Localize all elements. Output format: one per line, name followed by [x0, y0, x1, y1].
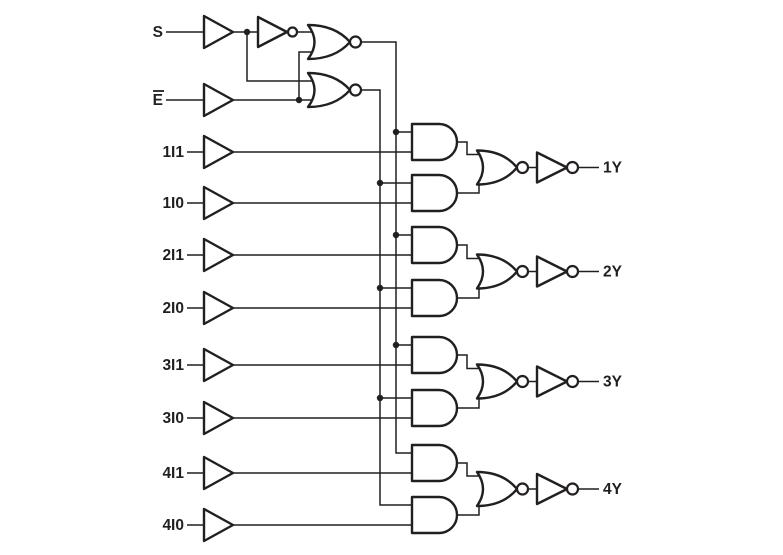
buffer-gate-1i0 — [202, 185, 235, 221]
bubble-nor-3y — [515, 374, 530, 389]
junction-dot — [376, 284, 384, 292]
junction-dot — [392, 128, 400, 136]
inversion-bubbles — [286, 26, 580, 496]
and-gate-3i1 — [410, 335, 459, 375]
buffer-gate-e — [202, 82, 235, 118]
input-label-e: E — [153, 92, 163, 109]
gates — [202, 14, 569, 543]
and-to-nor-connectors — [457, 141, 482, 516]
nor-gate-1y — [475, 149, 519, 186]
bubble-nor-2y — [515, 264, 530, 279]
junction-dot — [392, 341, 400, 349]
output-label-2y: 2Y — [603, 264, 623, 281]
input-label-4i1: 4I1 — [162, 465, 184, 482]
junction-dot — [392, 231, 400, 239]
input-label-1i0: 1I0 — [162, 195, 184, 212]
buffer-gate-3i0 — [202, 400, 235, 436]
bubble-inv-2y — [565, 264, 580, 279]
bubble-inv-1y — [565, 160, 580, 175]
enable-net — [233, 51, 313, 101]
input-label-4i0: 4I0 — [162, 517, 184, 534]
input-label-3i1: 3I1 — [162, 357, 184, 374]
and-gate-1i1 — [410, 122, 459, 162]
and-gate-1i0 — [410, 173, 459, 213]
and-gate-4i1 — [410, 443, 459, 483]
buffer-gate-2i0 — [202, 290, 235, 326]
wires — [166, 31, 599, 526]
input-label-3i0: 3I0 — [162, 410, 184, 427]
junction-dot — [376, 394, 384, 402]
and-gate-4i0 — [410, 495, 459, 535]
data-lines — [233, 151, 412, 526]
buffer-gate-2i1 — [202, 237, 235, 273]
input-label-2i0: 2I0 — [162, 300, 184, 317]
input-label-s: S — [153, 24, 163, 41]
bubble-nor-select-i0 — [348, 83, 363, 97]
output-label-1y: 1Y — [603, 160, 623, 177]
junction-dot — [295, 96, 303, 104]
bubble-inv-4y — [565, 482, 580, 496]
output-stubs — [528, 166, 599, 490]
buffer-gate-4i0 — [202, 507, 235, 543]
inverter-gate-2y — [535, 255, 569, 288]
inverter-gate-3y — [535, 365, 569, 398]
buffer-gate-s — [202, 14, 235, 50]
nor-gate-3y — [475, 363, 519, 400]
inverter-gate-select — [256, 15, 289, 49]
output-label-3y: 3Y — [603, 374, 623, 391]
buffer-gate-1i1 — [202, 134, 235, 170]
labels: S E 1I1 1I0 2I1 2I0 3I1 3I0 4I1 4I0 1Y 2… — [153, 24, 623, 534]
select-rail-i1 — [361, 41, 412, 454]
junction-dot — [243, 28, 251, 36]
inverter-gate-4y — [535, 472, 569, 506]
select-rail-i0 — [361, 89, 412, 506]
nor-gate-select-i1 — [306, 23, 352, 61]
input-lead-lines — [166, 31, 204, 526]
bubble-nor-select-i1 — [348, 35, 363, 49]
bubble-select-inverter — [286, 26, 299, 38]
and-gate-2i1 — [410, 225, 459, 265]
buffer-gate-3i1 — [202, 347, 235, 383]
nor-gate-4y — [475, 470, 519, 508]
bubble-nor-4y — [515, 482, 530, 496]
buffer-gate-4i1 — [202, 455, 235, 491]
and-gate-3i0 — [410, 388, 459, 428]
junction-dot — [376, 179, 384, 187]
nor-gate-2y — [475, 253, 519, 290]
bubble-nor-1y — [515, 160, 530, 175]
inverter-gate-1y — [535, 151, 569, 184]
nor-gate-select-i0 — [306, 71, 352, 109]
input-label-2i1: 2I1 — [162, 247, 184, 264]
and-gate-2i0 — [410, 278, 459, 318]
output-label-4y: 4Y — [603, 481, 623, 498]
bubble-inv-3y — [565, 374, 580, 389]
junction-dots — [243, 28, 400, 402]
input-label-1i1: 1I1 — [162, 144, 184, 161]
